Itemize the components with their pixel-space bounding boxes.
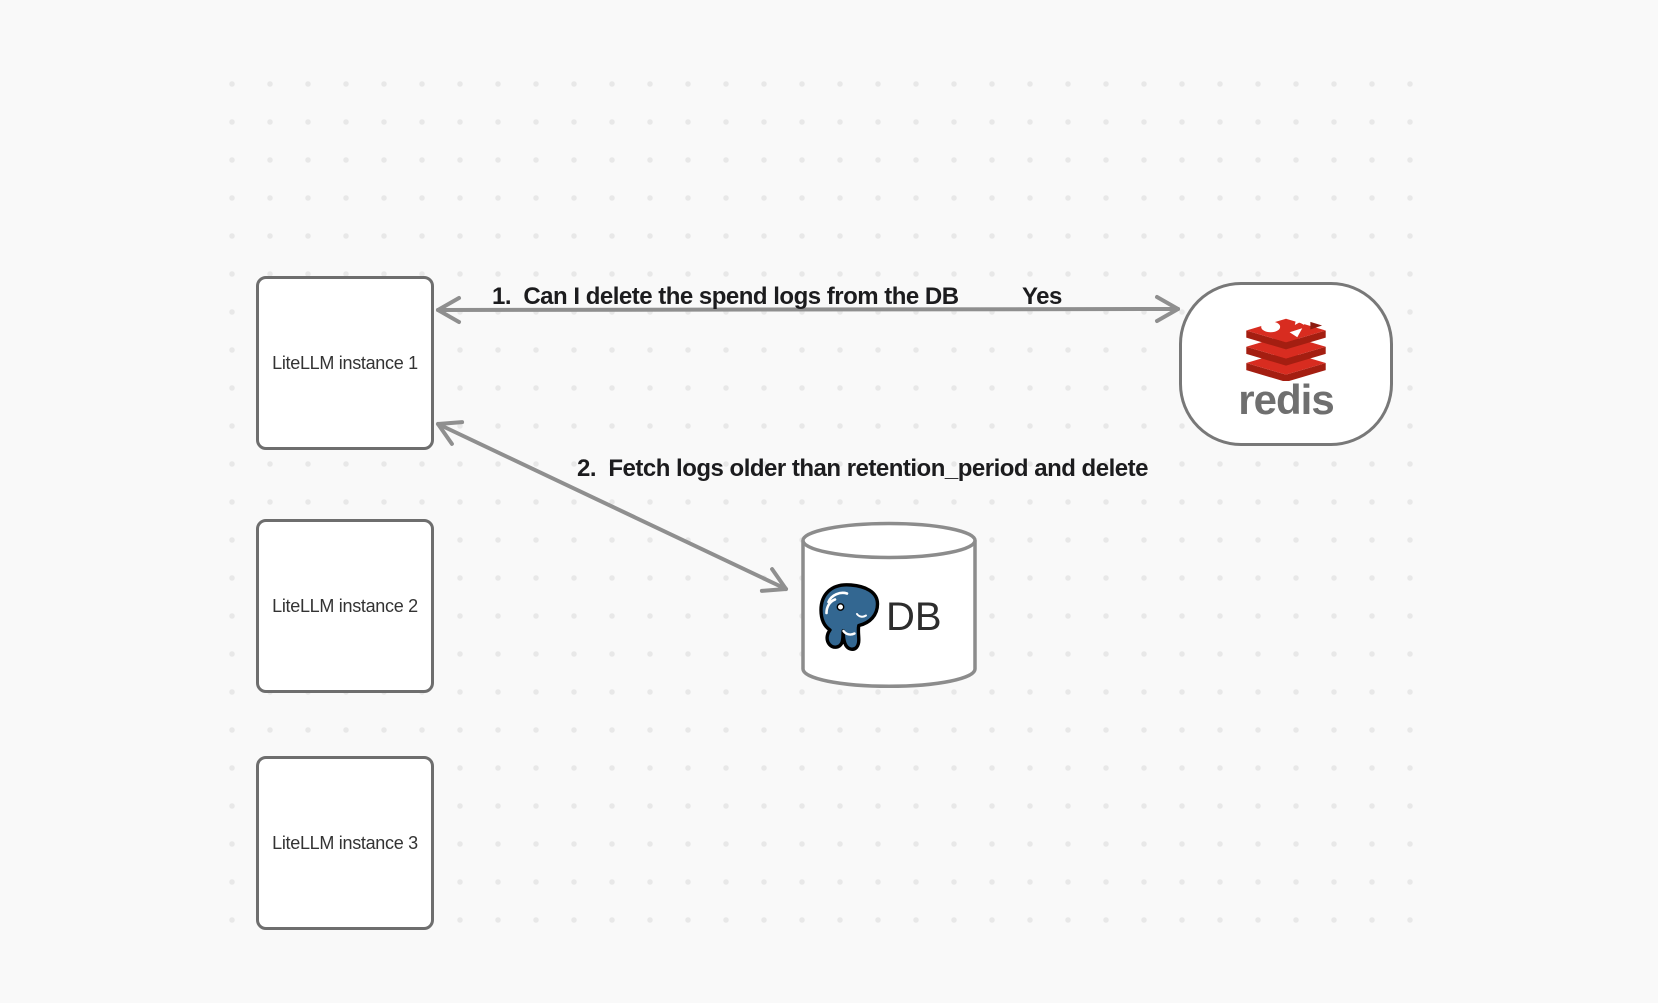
node-litellm-instance-3[interactable]: LiteLLM instance 3: [256, 756, 434, 930]
node-litellm-instance-1[interactable]: LiteLLM instance 1: [256, 276, 434, 450]
node-redis[interactable]: redis: [1179, 282, 1393, 446]
node-database[interactable]: DB: [801, 520, 977, 689]
arrow1-response-label: Yes: [1022, 283, 1062, 310]
node-litellm-instance-2[interactable]: LiteLLM instance 2: [256, 519, 434, 693]
postgresql-logo-icon: [819, 583, 880, 651]
redis-logo-icon: [1246, 310, 1326, 381]
arrow2-label: 2. Fetch logs older than retention_perio…: [577, 455, 1148, 482]
database-cylinder: [801, 521, 977, 689]
node-label: LiteLLM instance 1: [272, 352, 418, 373]
node-label: LiteLLM instance 3: [272, 832, 418, 853]
node-label: LiteLLM instance 2: [272, 595, 418, 616]
redis-wordmark: redis: [1238, 376, 1334, 423]
database-label: DB: [886, 595, 942, 639]
arrow1-label: 1. Can I delete the spend logs from the …: [492, 283, 959, 310]
